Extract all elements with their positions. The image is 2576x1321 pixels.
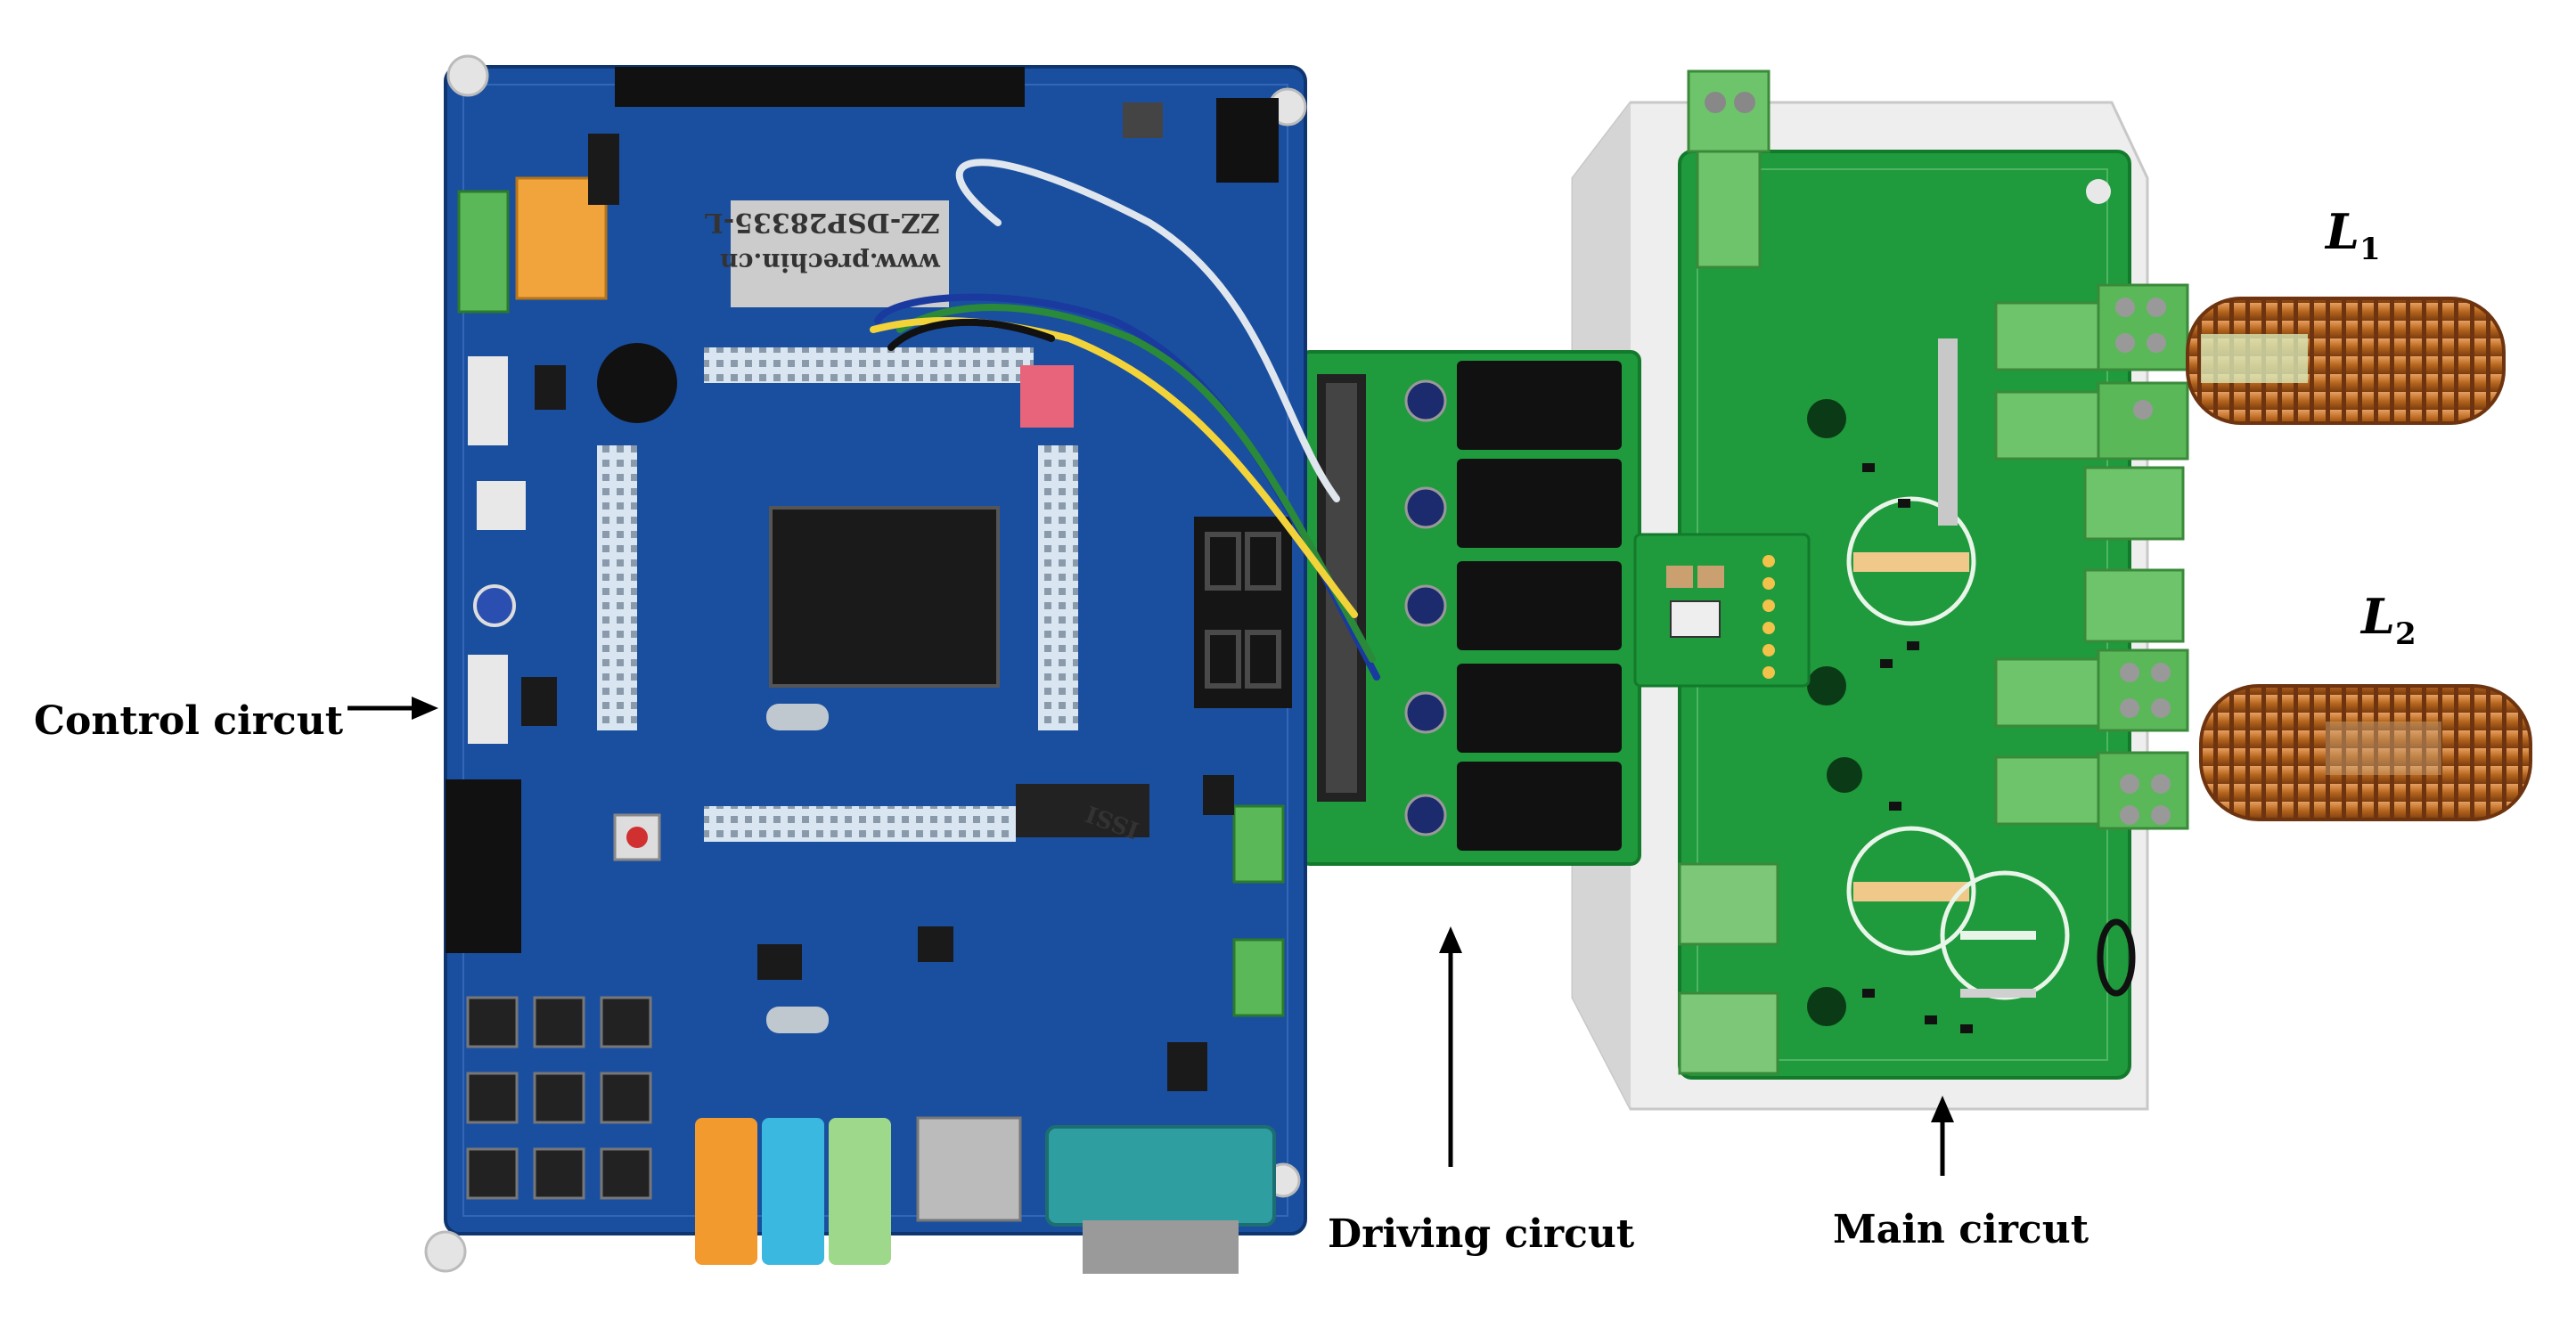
board-hole <box>1807 399 1846 438</box>
main-circuit-board <box>1678 69 2136 1080</box>
board-hole <box>1827 757 1862 793</box>
board-label-plate <box>731 200 949 307</box>
power-jack <box>1216 98 1279 183</box>
label-l2: L2 <box>2361 588 2417 652</box>
serial-port <box>1045 1125 1276 1227</box>
buzzer <box>597 343 677 423</box>
wire-loop <box>2097 918 2136 997</box>
power-terminal <box>1678 862 1779 946</box>
inductor-l1 <box>2186 297 2506 425</box>
dip-switch <box>1020 365 1074 428</box>
capacitor-footprint <box>1846 496 1976 626</box>
terminal <box>457 190 510 314</box>
jtag-header <box>446 779 521 953</box>
resistor-array <box>1853 552 1969 572</box>
arrow-driving <box>1439 926 1462 1167</box>
power-terminal <box>1678 991 1779 1075</box>
driving-circuit-board <box>1299 350 1811 866</box>
keypad <box>466 996 652 1200</box>
label-l1-letter: L <box>2326 203 2359 260</box>
board-model-text: ZZ-DSP28335-L <box>705 207 940 238</box>
memory-chip <box>1016 784 1149 837</box>
label-l1: L1 <box>2326 203 2381 267</box>
label-driving-circuit: Driving circut <box>1328 1211 1635 1257</box>
label-control-circuit: Control circut <box>34 698 344 744</box>
dsp-chip <box>769 506 1000 688</box>
audio-jack-orange <box>695 1118 757 1265</box>
label-l1-subscript: 1 <box>2359 231 2381 267</box>
control-circuit-board <box>424 54 1307 1274</box>
pin-header <box>597 445 637 730</box>
driver-module <box>1457 664 1622 753</box>
inductor-l2 <box>2199 684 2532 821</box>
busbar <box>1938 338 1958 526</box>
pin-header <box>704 347 1034 383</box>
board-hole <box>1807 987 1846 1026</box>
sensor-board <box>1633 533 1811 688</box>
terminal-blocks <box>1994 283 2189 830</box>
driver-module <box>1457 361 1622 450</box>
driver-module <box>1457 561 1622 650</box>
gpio-header <box>615 67 1025 107</box>
audio-jack-blue <box>762 1118 824 1265</box>
capacitor-footprint <box>1846 826 1976 956</box>
arrow-main <box>1931 1096 1954 1176</box>
label-l2-subscript: 2 <box>2394 616 2417 652</box>
driver-module <box>1457 459 1622 548</box>
label-main-circuit: Main circut <box>1833 1207 2089 1252</box>
pin-header <box>704 806 1016 842</box>
crystal <box>766 1007 829 1033</box>
sd-card-slot <box>916 1116 1022 1222</box>
seven-segment-display <box>1194 517 1292 708</box>
resistor-array <box>1853 882 1969 901</box>
mount-hole <box>2086 179 2111 204</box>
board-url-text: www.prechin.cn <box>720 248 941 277</box>
pin-header <box>1038 445 1078 730</box>
board-hole <box>1807 666 1846 705</box>
arrow-control <box>348 697 438 720</box>
jumper-wires <box>870 159 1380 681</box>
power-terminal <box>1687 69 1770 153</box>
reset-button <box>626 827 648 848</box>
audio-jack-green <box>829 1118 891 1265</box>
driver-module <box>1457 762 1622 851</box>
crystal <box>766 704 829 730</box>
label-l2-letter: L <box>2361 588 2395 645</box>
